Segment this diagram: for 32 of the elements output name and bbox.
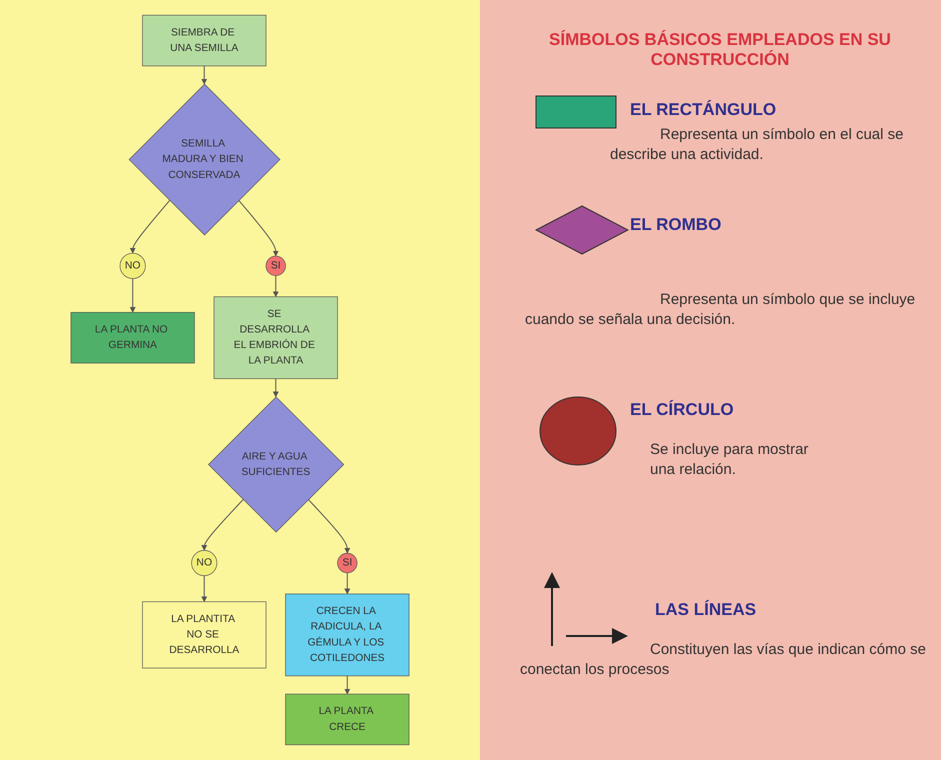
legend-label: EL CÍRCULO <box>630 400 734 420</box>
arrow <box>201 65 208 84</box>
node-box: LA PLANTA NO GERMINA <box>70 312 195 364</box>
node-box: SIEMBRA DE UNA SEMILLA <box>142 14 266 66</box>
node-circle: NO <box>191 550 218 576</box>
node-circle: SI <box>266 256 286 276</box>
arrow <box>344 675 350 694</box>
node-box: LA PLANTITA NO SE DESARROLLA <box>142 601 266 668</box>
node-circle: NO <box>120 252 146 279</box>
node-diamond: AIRE Y AGUA SUFICIENTES <box>208 396 344 533</box>
node-diamond: SEMILLA MADURA Y BIEN CONSERVADA <box>128 84 280 236</box>
arrow <box>272 378 279 398</box>
description-text: Constituyen las vías que indican cómo se conectan los procesos <box>520 640 927 680</box>
node-box: CRECEN LA RADICULA, LA GÉMULA Y LOS COTILEDONES <box>285 594 410 676</box>
arrow <box>344 572 350 594</box>
arrow <box>130 278 136 313</box>
legend-label: EL RECTÁNGULO <box>630 100 776 120</box>
arrow <box>238 200 279 256</box>
arrow <box>272 275 279 298</box>
node-circle: SI <box>337 552 358 574</box>
legend-label: LAS LÍNEAS <box>655 600 756 620</box>
heading: SÍMBOLOS BÁSICOS EMPLEADOS EN SU CONSTRUCCIÓN <box>548 30 892 70</box>
arrow <box>130 200 170 254</box>
arrow <box>201 575 208 602</box>
description-text: Representa un símbolo que se incluye cuando se señala una decisión. <box>525 290 916 330</box>
description-text: Se incluye para mostrar una relación. <box>650 440 810 480</box>
node-box: SE DESARROLLA EL EMBRIÓN DE LA PLANTA <box>214 296 338 380</box>
legend-label: EL ROMBO <box>630 215 722 235</box>
node-box: LA PLANTA CRECE <box>285 694 410 746</box>
description-text: Representa un símbolo en el cual se describe una actividad. <box>610 125 904 165</box>
arrow <box>308 499 350 554</box>
arrow <box>201 499 244 551</box>
